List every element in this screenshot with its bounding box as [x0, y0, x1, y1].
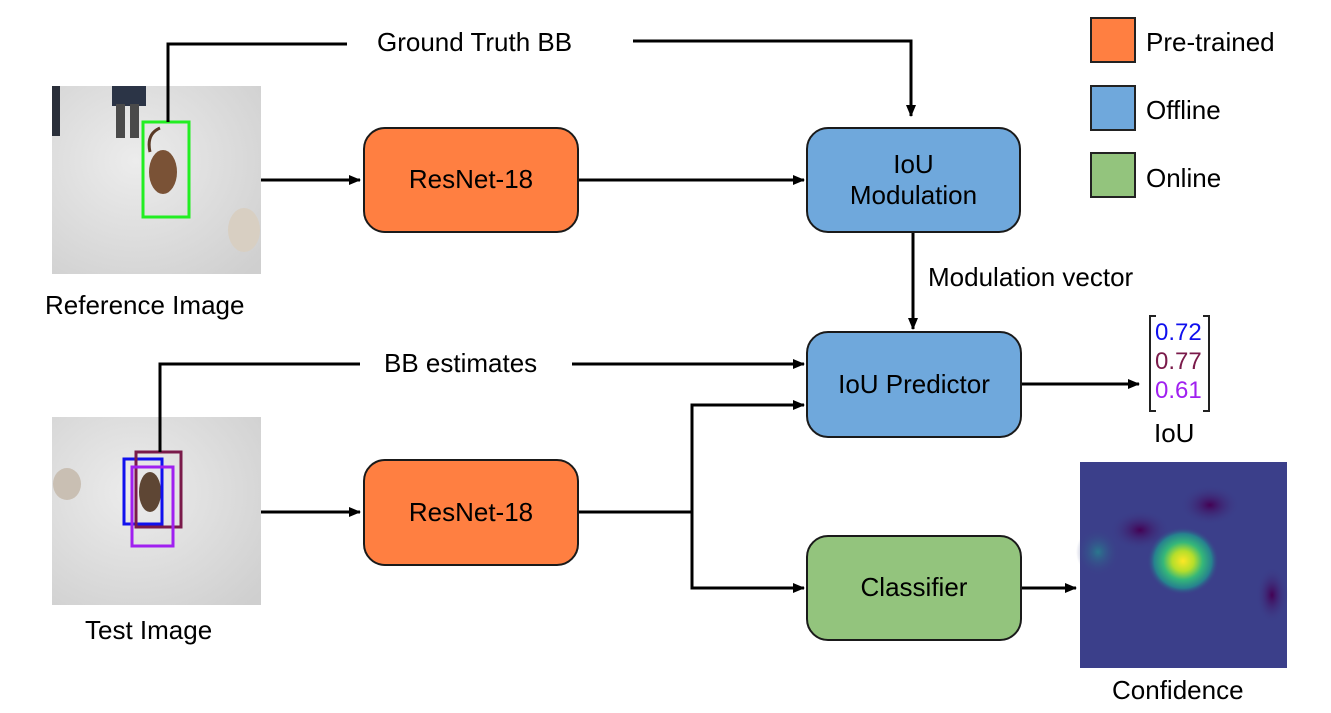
resnet-reference-label: ResNet-18 — [408, 164, 534, 195]
ground-truth-box — [141, 120, 191, 219]
iou-value-3: 0.61 — [1155, 377, 1202, 404]
vector-right-bracket — [1203, 315, 1210, 412]
legend-swatch-online — [1090, 152, 1136, 198]
reference-image-label: Reference Image — [45, 290, 245, 320]
iou-modulation-line2: Modulation — [849, 180, 978, 210]
resnet-to-classifier-arrow — [690, 512, 805, 593]
resnet-reference-block: ResNet-18 — [363, 127, 579, 233]
iou-value-2: 0.77 — [1155, 348, 1202, 375]
legend-label-online: Online — [1146, 163, 1222, 193]
legend-label-pretrained: Pre-trained — [1146, 27, 1275, 57]
iou-predictor-block: IoU Predictor — [806, 331, 1022, 438]
test-image-label: Test Image — [85, 615, 213, 645]
legend-swatch-pretrained — [1090, 17, 1136, 63]
iou-value-1: 0.72 — [1155, 319, 1202, 346]
vector-left-bracket — [1149, 315, 1156, 412]
legend-label-offline: Offline — [1146, 95, 1221, 125]
iou-output-label: IoU — [1154, 418, 1195, 448]
bb-estimates-label: BB estimates — [384, 348, 538, 378]
bb-estimates-line-left — [158, 362, 360, 452]
classifier-block: Classifier — [806, 535, 1022, 641]
confidence-label: Confidence — [1112, 675, 1244, 705]
reference-image — [52, 86, 261, 274]
ground-truth-arrow — [633, 39, 916, 117]
test-image — [52, 417, 261, 605]
resnet-to-predictor-arrow — [578, 400, 805, 514]
classifier-label: Classifier — [860, 572, 968, 603]
legend-swatch-offline — [1090, 85, 1136, 131]
iou-modulation-line1: IoU — [893, 148, 934, 179]
modulation-vector-label: Modulation vector — [928, 262, 1134, 292]
iou-vector: 0.72 0.77 0.61 — [1155, 318, 1202, 405]
estimate-box-3 — [130, 465, 175, 548]
estimate-box-1 — [122, 457, 164, 526]
confidence-map — [1076, 462, 1288, 668]
resnet-test-block: ResNet-18 — [363, 459, 579, 566]
ground-truth-line-left — [166, 42, 347, 122]
ground-truth-label: Ground Truth BB — [377, 27, 573, 57]
iou-predictor-label: IoU Predictor — [838, 368, 990, 399]
resnet-test-label: ResNet-18 — [408, 496, 534, 527]
